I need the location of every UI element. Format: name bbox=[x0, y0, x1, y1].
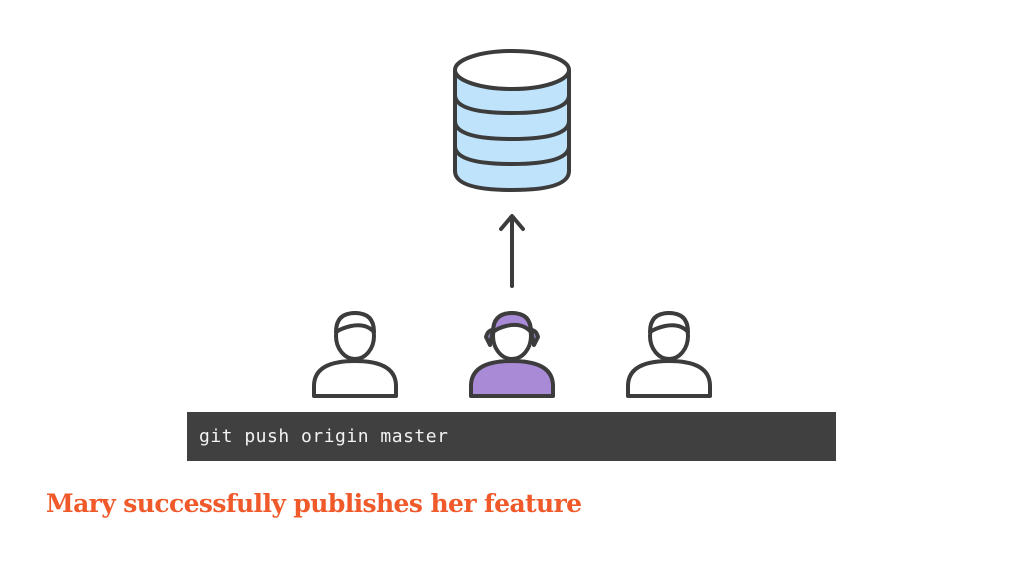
git-command-text: git push origin master bbox=[199, 426, 449, 447]
user-mary-icon bbox=[469, 311, 555, 398]
arrow-up-icon bbox=[499, 214, 525, 288]
database-icon bbox=[453, 49, 571, 192]
slide-caption: Mary successfully publishes her feature bbox=[46, 489, 582, 518]
terminal-command-bar: git push origin master bbox=[187, 412, 836, 461]
user-right-icon bbox=[626, 311, 712, 398]
user-left-icon bbox=[312, 311, 398, 398]
